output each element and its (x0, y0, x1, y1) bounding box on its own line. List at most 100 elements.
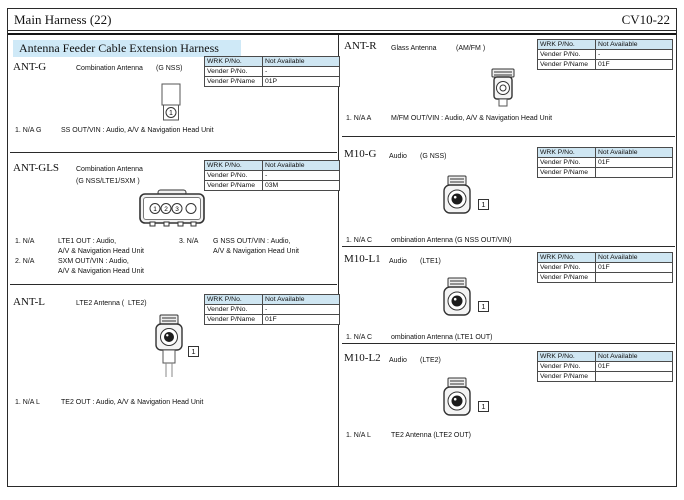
table-label: Vender P/Name (204, 314, 263, 325)
table-label: WRK P/No. (537, 351, 596, 362)
table-value: - (262, 304, 340, 315)
table-label: Vender P/Name (204, 76, 263, 87)
table-value: 01F (595, 361, 673, 372)
table-label: WRK P/No. (537, 39, 596, 50)
multi-pin-connector-icon: 1 2 3 (139, 189, 205, 227)
connector-desc-ant-gls: Combination Antenna (76, 166, 143, 173)
pin-number: 1 (169, 110, 173, 117)
spec-table-ant-l: WRK P/No.Not Available Vender P/No.- Ven… (204, 294, 340, 325)
connector-qual-ant-l: LTE2) (128, 300, 147, 307)
note-text: SS OUT/VIN : Audio, A/V & Navigation Hea… (61, 127, 214, 134)
table-value: 01P (262, 76, 340, 87)
connector-desc-m10-l1: Audio (389, 258, 407, 265)
coax-connector-icon (155, 314, 183, 377)
table-value: Not Available (595, 147, 673, 158)
table-label: Vender P/Name (537, 272, 596, 283)
connector-id-ant-g: ANT-G (13, 61, 47, 73)
table-value: 03M (262, 180, 340, 191)
section-separator (10, 152, 337, 153)
connector-desc-m10-g: Audio (389, 153, 407, 160)
connector-id-ant-r: ANT-R (344, 40, 377, 52)
glass-antenna-connector-icon (491, 68, 515, 107)
connector-id-m10-g: M10-G (344, 148, 377, 160)
pin-number: 3 (175, 206, 179, 213)
connector-qual-ant-r: (AM/FM ) (456, 45, 486, 52)
table-value: Not Available (595, 252, 673, 263)
note-number: 1. N/A L (15, 399, 40, 406)
coax-connector-icon (443, 277, 471, 316)
note-text: TE2 OUT : Audio, A/V & Navigation Head U… (61, 399, 204, 406)
note-number: 1. N/A C (346, 237, 373, 244)
spec-table-m10-l2: WRK P/No.Not Available Vender P/No.01F V… (537, 351, 673, 382)
spec-table-ant-gls: WRK P/No.Not Available Vender P/No.- Ven… (204, 160, 340, 191)
table-value: Not Available (595, 39, 673, 50)
table-label: WRK P/No. (204, 294, 263, 305)
connector-desc-ant-r: Glass Antenna (391, 45, 437, 52)
connector-qual-m10-l2: (LTE2) (420, 357, 441, 364)
note-text: A/V & Navigation Head Unit (58, 268, 144, 275)
box-connector-icon: 1 (161, 83, 181, 121)
coax-connector-icon (443, 377, 471, 416)
section-separator (10, 284, 337, 285)
note-text: M/FM OUT/VIN : Audio, A/V & Navigation H… (391, 115, 553, 122)
table-value: 01F (595, 157, 673, 168)
column-divider (338, 35, 339, 487)
note-number: 1. N/A (15, 238, 35, 245)
page-header: Main Harness (22) CV10-22 (8, 9, 676, 31)
connector-desc-ant-g: Combination Antenna (76, 65, 143, 72)
pin-number: 2 (164, 206, 168, 213)
note-text: G NSS OUT/VIN : Audio, (213, 238, 291, 245)
spec-table-ant-r: WRK P/No.Not Available Vender P/No.- Ven… (537, 39, 673, 70)
table-label: Vender P/No. (537, 262, 596, 273)
note-text: ombination Antenna (LTE1 OUT) (391, 334, 493, 341)
table-value: - (262, 170, 340, 181)
connector-qual-m10-g: (G NSS) (420, 153, 447, 160)
table-label: WRK P/No. (537, 252, 596, 263)
table-label: Vender P/No. (537, 49, 596, 60)
table-label: WRK P/No. (204, 56, 263, 67)
table-value: Not Available (262, 160, 340, 171)
pin-number: 1 (153, 206, 157, 213)
pin-number-box: 1 (478, 401, 489, 412)
table-label: Vender P/No. (537, 361, 596, 372)
table-label: WRK P/No. (204, 160, 263, 171)
table-value: Not Available (595, 351, 673, 362)
connector-qual-m10-l1: (LTE1) (420, 258, 441, 265)
note-number: 1. N/A G (15, 127, 42, 134)
table-label: Vender P/Name (537, 371, 596, 382)
coax-connector-icon (443, 175, 471, 214)
section-separator (342, 246, 675, 247)
table-value: 01F (595, 262, 673, 273)
note-number: 1. N/A L (346, 432, 371, 439)
table-value (595, 371, 673, 382)
note-text: SXM OUT/VIN : Audio, (58, 258, 129, 265)
pin-number-box: 1 (188, 346, 199, 357)
note-text: A/V & Navigation Head Unit (58, 248, 144, 255)
table-value: Not Available (262, 294, 340, 305)
table-label: Vender P/No. (537, 157, 596, 168)
table-label: Vender P/Name (204, 180, 263, 191)
table-value: - (262, 66, 340, 77)
table-label: Vender P/Name (537, 167, 596, 178)
page-title: Main Harness (22) (14, 12, 112, 27)
table-value (595, 272, 673, 283)
table-label: Vender P/No. (204, 170, 263, 181)
connector-id-m10-l1: M10-L1 (344, 253, 381, 265)
connector-id-ant-l: ANT-L (13, 296, 45, 308)
table-value: 01F (595, 59, 673, 70)
header-rule (8, 33, 676, 35)
note-text: A/V & Navigation Head Unit (213, 248, 299, 255)
page-code: CV10-22 (621, 12, 670, 27)
table-label: Vender P/Name (537, 59, 596, 70)
connector-qual-ant-g: (G NSS) (156, 65, 183, 72)
note-text: TE2 Antenna (LTE2 OUT) (391, 432, 472, 439)
table-value (595, 167, 673, 178)
table-value: - (595, 49, 673, 60)
table-value: 01F (262, 314, 340, 325)
note-number: 3. N/A (179, 238, 199, 245)
note-number: 1. N/A A (346, 115, 372, 122)
section-separator (342, 136, 675, 137)
spec-table-ant-g: WRK P/No.Not Available Vender P/No.- Ven… (204, 56, 340, 87)
spec-table-m10-l1: WRK P/No.Not Available Vender P/No.01F V… (537, 252, 673, 283)
table-label: Vender P/No. (204, 304, 263, 315)
